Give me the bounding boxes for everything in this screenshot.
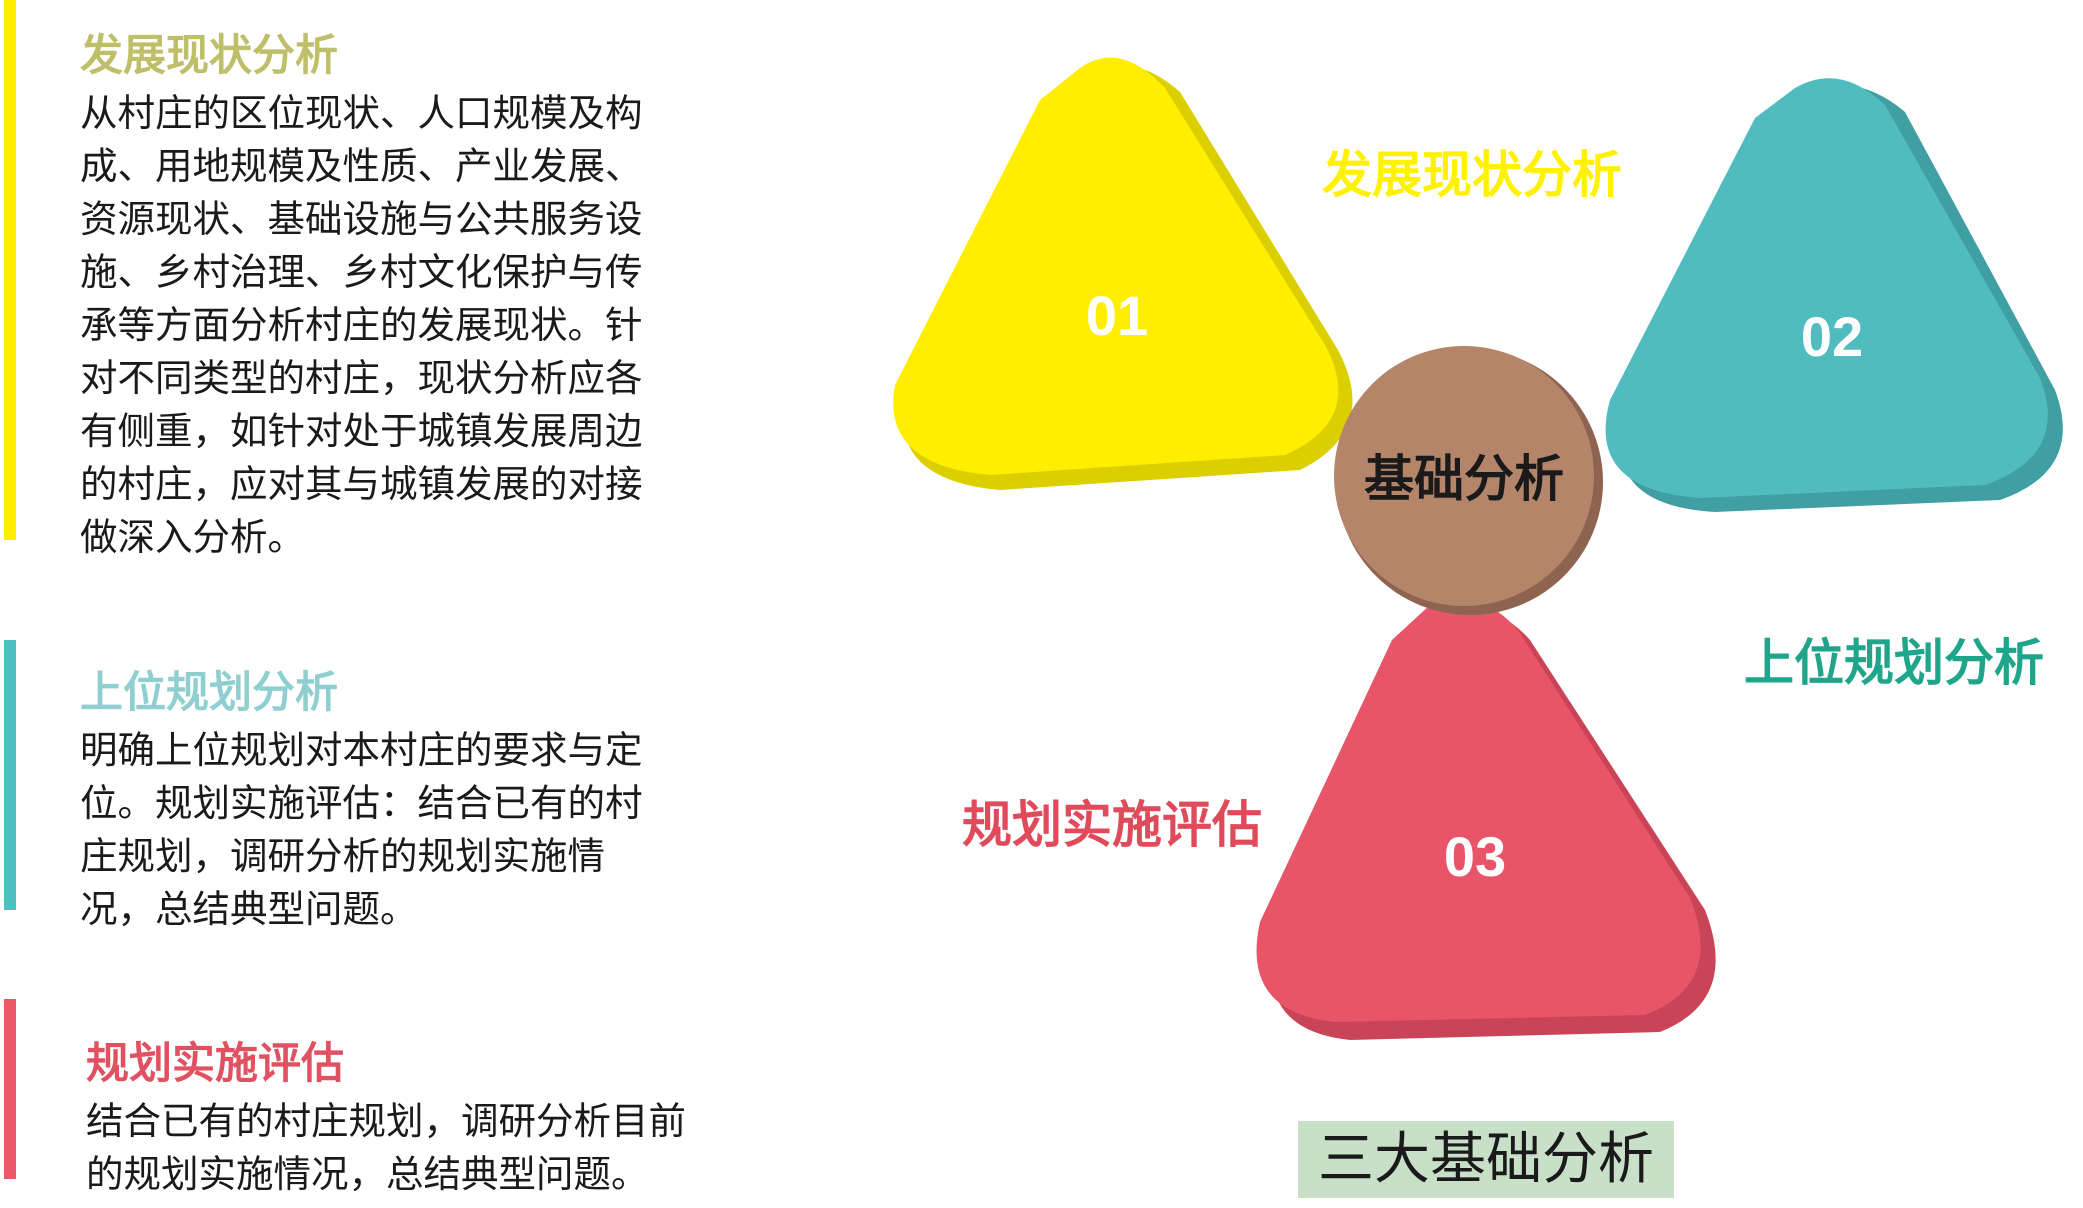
center-node-label: 基础分析 [1364,450,1564,508]
triangle-02: 02 [1605,78,2063,513]
triangle-03: 03 [1256,598,1716,1040]
center-node-circle [1334,346,1594,606]
section-accent-bar [4,999,16,1179]
triangle-03-number: 03 [1444,825,1506,888]
center-node: 基础分析 [1334,346,1603,615]
triangle-01: 01 [893,57,1353,491]
triangle-03-face [1256,598,1701,1022]
triangle-02-number: 02 [1801,305,1863,368]
diagram-label-upper-planning: 上位规划分析 [1744,634,2044,692]
section-title: 上位规划分析 [80,668,338,718]
diagram-label-implementation-evaluation: 规划实施评估 [962,796,1262,854]
section-accent-bar [4,640,16,910]
section-body: 明确上位规划对本村庄的要求与定 位。规划实施评估：结合已有的村 庄规划，调研分析… [80,728,643,931]
triangle-01-face [893,57,1339,476]
section-body: 结合已有的村庄规划，调研分析目前 的规划实施情况，总结典型问题。 [86,1099,686,1196]
section-accent-bar [4,0,16,540]
section-body: 从村庄的区位现状、人口规模及构 成、用地规模及性质、产业发展、 资源现状、基础设… [80,91,643,559]
caption-box: 三大基础分析 [1298,1121,1674,1198]
triangle-01-number: 01 [1086,284,1148,347]
section-title: 发展现状分析 [80,31,338,81]
diagram-label-development-status: 发展现状分析 [1322,146,1622,204]
caption-text: 三大基础分析 [1318,1127,1654,1192]
section-title: 规划实施评估 [86,1039,344,1089]
triangle-02-face [1605,78,2048,499]
